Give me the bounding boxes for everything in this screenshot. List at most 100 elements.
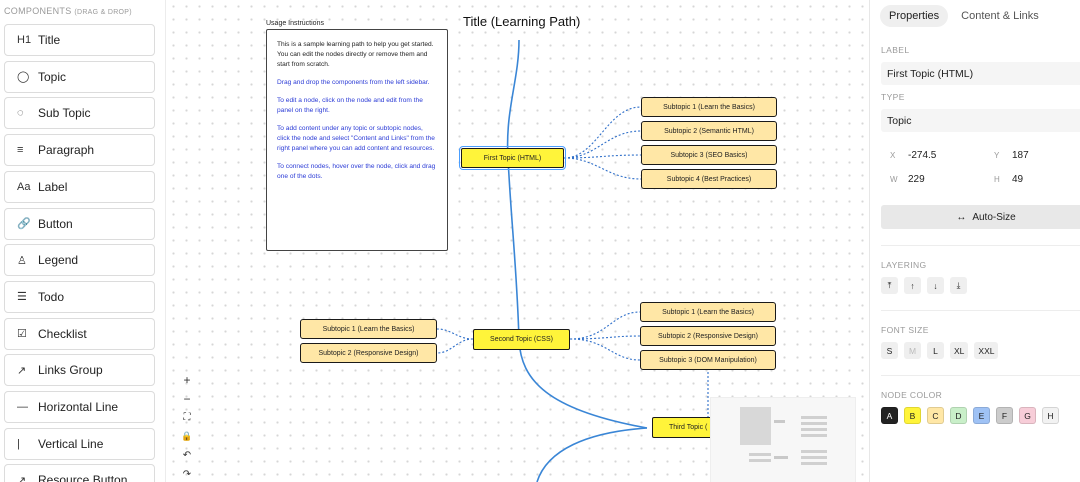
type-heading: TYPE: [881, 92, 905, 102]
subtopic-node[interactable]: Subtopic 3 (DOM Manipulation): [640, 350, 776, 370]
node-color-e-swatch[interactable]: E: [973, 407, 990, 424]
node-color-d-swatch[interactable]: D: [950, 407, 967, 424]
lock-icon[interactable]: 🔒: [181, 431, 193, 441]
resource-button-icon: ↗: [17, 474, 27, 482]
component-horizontal-line[interactable]: —Horizontal Line: [4, 391, 155, 423]
roadmap-title[interactable]: Title (Learning Path): [463, 14, 581, 29]
component-button[interactable]: 🔗Button: [4, 207, 155, 240]
legend-icon: ♙: [17, 254, 27, 267]
node-color-f-swatch[interactable]: F: [996, 407, 1013, 424]
canvas-controls: + − ⛶ 🔒 ↶ ↷: [177, 370, 197, 482]
topic-node-third[interactable]: Third Topic (: [652, 417, 722, 438]
component-topic[interactable]: ◯Topic: [4, 60, 155, 93]
node-color-g-swatch[interactable]: G: [1019, 407, 1036, 424]
font-size-l-button[interactable]: L: [927, 342, 944, 359]
component-label: Label: [38, 179, 68, 194]
component-sub-topic[interactable]: ◌ Sub Topic: [4, 97, 155, 130]
editor-canvas[interactable]: Title (Learning Path) Usage Instructions…: [167, 0, 868, 482]
components-sidebar: COMPONENTS (DRAG & DROP) H1 Title ◯Topic ◌ S…: [0, 0, 166, 482]
type-select[interactable]: Topic: [881, 109, 1080, 132]
subtopic-node[interactable]: Subtopic 1 (Learn the Basics): [300, 319, 437, 339]
node-color-c-swatch[interactable]: C: [927, 407, 944, 424]
font-size-xl-button[interactable]: XL: [950, 342, 969, 359]
subtopic-node[interactable]: Subtopic 2 (Responsive Design): [640, 326, 776, 346]
tab-properties[interactable]: Properties: [880, 5, 949, 27]
node-color-b-swatch[interactable]: B: [904, 407, 921, 424]
first-topic-links: [436, 106, 709, 420]
zoom-out-icon[interactable]: −: [183, 391, 191, 406]
minimap[interactable]: [710, 397, 856, 482]
components-heading: COMPONENTS (DRAG & DROP): [4, 6, 132, 16]
button-icon: 🔗: [17, 218, 31, 230]
resize-icon: ↔: [956, 211, 967, 223]
send-backward-icon[interactable]: ↓: [927, 277, 944, 294]
font-size-xxl-button[interactable]: XXL: [974, 342, 999, 359]
component-label: Title: [38, 33, 61, 47]
component-checklist[interactable]: ☑Checklist: [4, 317, 155, 350]
component-label: Vertical Line: [38, 436, 104, 451]
component-title[interactable]: H1 Title: [4, 24, 155, 56]
instruction-paragraph: Drag and drop the components from the le…: [277, 79, 430, 86]
label-heading: LABEL: [881, 45, 910, 55]
component-vertical-line[interactable]: |Vertical Line: [4, 427, 155, 460]
component-label: Checklist: [38, 326, 87, 341]
subtopic-node[interactable]: Subtopic 4 (Best Practices): [641, 169, 777, 189]
font-size-heading: FONT SIZE: [881, 325, 929, 335]
component-label[interactable]: Aa Label: [4, 170, 155, 203]
layering-buttons: ⤒ ↑ ↓ ⤓: [881, 277, 967, 294]
zoom-in-icon[interactable]: +: [183, 372, 191, 387]
subtopic-node[interactable]: Subtopic 2 (Responsive Design): [300, 343, 437, 363]
spine-path-lower: [536, 427, 648, 482]
minimap-preview: [740, 407, 827, 465]
component-todo[interactable]: ☰Todo: [4, 280, 155, 313]
topic-node-first[interactable]: First Topic (HTML): [459, 146, 566, 170]
label-input[interactable]: First Topic (HTML): [881, 62, 1080, 85]
node-color-h-swatch[interactable]: H: [1042, 407, 1059, 424]
font-size-m-button[interactable]: M: [904, 342, 921, 359]
layering-heading: LAYERING: [881, 260, 927, 270]
x-field[interactable]: X-274.5: [890, 150, 937, 161]
component-label: Topic: [38, 69, 67, 84]
instructions-title: Usage Instructions: [266, 20, 324, 27]
component-links-group[interactable]: ↗ Links Group: [4, 354, 155, 387]
instruction-paragraph: To add content under any topic or subtop…: [277, 125, 435, 152]
auto-size-button[interactable]: ↔ Auto-Size: [881, 205, 1080, 229]
instruction-paragraph: To edit a node, click on the node and ed…: [277, 97, 423, 114]
instructions-panel[interactable]: This is a sample learning path to help y…: [266, 29, 448, 251]
connections-layer: [436, 39, 709, 482]
subtopic-node[interactable]: Subtopic 1 (Learn the Basics): [640, 302, 776, 322]
font-size-s-button[interactable]: S: [881, 342, 898, 359]
subtopic-node[interactable]: Subtopic 3 (SEO Basics): [641, 145, 777, 165]
divider: [881, 310, 1080, 311]
bring-to-front-icon[interactable]: ⤒: [881, 277, 898, 294]
node-color-a-swatch[interactable]: A: [881, 407, 898, 424]
font-size-buttons: S M L XL XXL: [881, 342, 999, 359]
component-paragraph[interactable]: ≡ Paragraph: [4, 134, 155, 167]
topic-node-second[interactable]: Second Topic (CSS): [473, 329, 570, 350]
subtopic-node[interactable]: Subtopic 2 (Semantic HTML): [641, 121, 777, 141]
component-label: Paragraph: [38, 143, 95, 158]
instruction-paragraph: To connect nodes, hover over the node, c…: [277, 163, 436, 180]
label-icon: Aa: [17, 180, 31, 193]
tab-content-links[interactable]: Content & Links: [961, 10, 1039, 22]
component-label: Resource Button: [38, 473, 128, 482]
component-resource-button[interactable]: ↗ Resource Button: [4, 464, 155, 482]
component-legend[interactable]: ♙Legend: [4, 244, 155, 277]
send-to-back-icon[interactable]: ⤓: [950, 277, 967, 294]
component-label: Sub Topic: [38, 106, 91, 121]
undo-icon[interactable]: ↶: [182, 450, 192, 461]
title-icon: H1: [17, 34, 32, 46]
paragraph-icon: ≡: [17, 144, 24, 157]
horizontal-line-icon: —: [17, 401, 28, 413]
redo-icon[interactable]: ↷: [182, 469, 192, 480]
links-group-icon: ↗: [17, 364, 27, 377]
sub-topic-icon: ◌: [17, 107, 24, 120]
component-label: Links Group: [38, 363, 103, 378]
subtopic-node[interactable]: Subtopic 1 (Learn the Basics): [641, 97, 777, 117]
fit-view-icon[interactable]: ⛶: [183, 412, 191, 423]
bring-forward-icon[interactable]: ↑: [904, 277, 921, 294]
